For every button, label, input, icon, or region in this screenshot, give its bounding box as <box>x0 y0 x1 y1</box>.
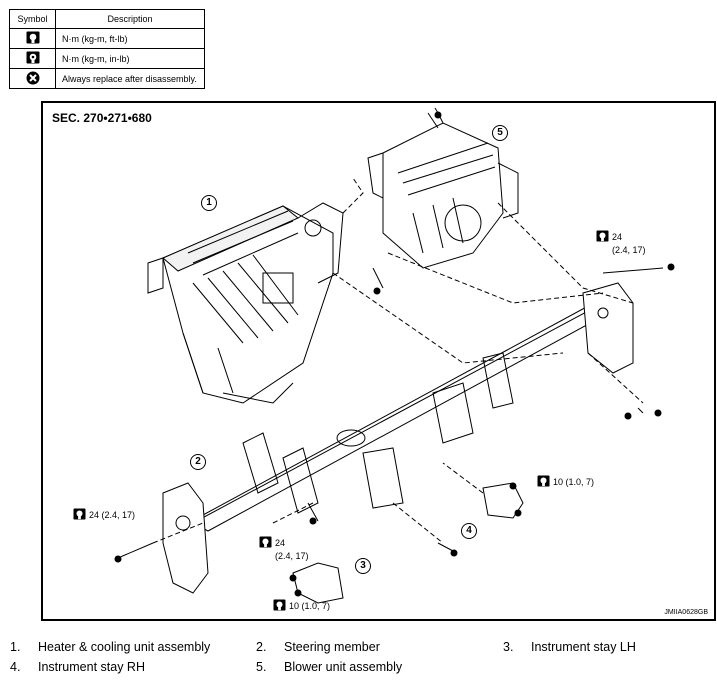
torque-label-4: 10 (1.0, 7) <box>537 475 594 490</box>
torque-ft-lb-icon <box>259 536 272 551</box>
bolts <box>114 111 675 597</box>
torque-3-value: 24 <box>275 537 286 548</box>
callout-1: 1 <box>201 195 217 211</box>
assembly-guide-lines <box>152 177 644 544</box>
section-title: SEC. 270•271•680 <box>52 111 152 125</box>
instrument-stay-lh <box>292 562 344 604</box>
torque-in-lb-icon <box>26 51 40 66</box>
torque-label-2: 24 (2.4, 17) <box>73 508 135 523</box>
legend-label: Heater & cooling unit assembly <box>38 640 211 654</box>
legend-item-4: 4. Instrument stay RH <box>10 660 145 674</box>
legend-number: 4. <box>10 660 21 674</box>
legend-number: 2. <box>256 640 267 654</box>
torque-ft-lb-icon <box>273 599 286 614</box>
legend-label: Steering member <box>284 640 380 654</box>
torque-1-value: 24 <box>612 231 623 242</box>
symbol-header: Symbol <box>9 9 56 29</box>
callout-4: 4 <box>461 523 477 539</box>
legend-label: Blower unit assembly <box>284 660 403 674</box>
torque-ft-lb-icon <box>73 508 86 523</box>
legend-label: Instrument stay RH <box>38 660 145 674</box>
torque-label-1: 24 (2.4, 17) <box>596 230 646 256</box>
torque-3-sub: (2.4, 17) <box>275 551 309 561</box>
legend-label: Instrument stay LH <box>531 640 636 654</box>
torque-ft-lb-icon <box>537 475 550 490</box>
torque-2-value: 24 (2.4, 17) <box>89 509 136 520</box>
torque-4-value: 10 (1.0, 7) <box>553 476 595 487</box>
torque-ft-lb-icon <box>596 230 609 245</box>
symbol-row-1-description: N·m (kg-m, ft-lb) <box>55 28 205 49</box>
torque-5-value: 10 (1.0, 7) <box>289 600 331 611</box>
legend-item-1: 1. Heater & cooling unit assembly <box>10 640 210 654</box>
legend-number: 3. <box>503 640 514 654</box>
legend-item-3: 3. Instrument stay LH <box>503 640 636 654</box>
replace-icon <box>26 71 40 87</box>
torque-label-5: 10 (1.0, 7) <box>273 599 330 614</box>
callout-5: 5 <box>492 125 508 141</box>
legend-number: 1. <box>10 640 21 654</box>
callout-2: 2 <box>190 454 206 470</box>
callout-3: 3 <box>355 558 371 574</box>
blower-unit <box>367 107 519 269</box>
diagram-frame: SEC. 270•271•680 <box>41 101 716 621</box>
reference-code: JMIIA0628GB <box>664 609 708 616</box>
symbol-row-3-description: Always replace after disassembly. <box>55 68 205 89</box>
description-header: Description <box>55 9 205 29</box>
steering-member <box>162 282 634 594</box>
legend-number: 5. <box>256 660 267 674</box>
torque-label-3: 24 (2.4, 17) <box>259 536 309 562</box>
legend-item-5: 5. Blower unit assembly <box>256 660 402 674</box>
torque-ft-lb-icon <box>26 31 40 46</box>
symbol-row-2-description: N·m (kg-m, in-lb) <box>55 48 205 69</box>
legend-item-2: 2. Steering member <box>256 640 380 654</box>
heater-cooling-unit <box>147 202 344 404</box>
assembly-illustration <box>114 107 675 604</box>
torque-1-sub: (2.4, 17) <box>612 245 646 255</box>
symbol-table: Symbol Description N·m (kg-m, ft-lb) N·m… <box>9 9 205 89</box>
